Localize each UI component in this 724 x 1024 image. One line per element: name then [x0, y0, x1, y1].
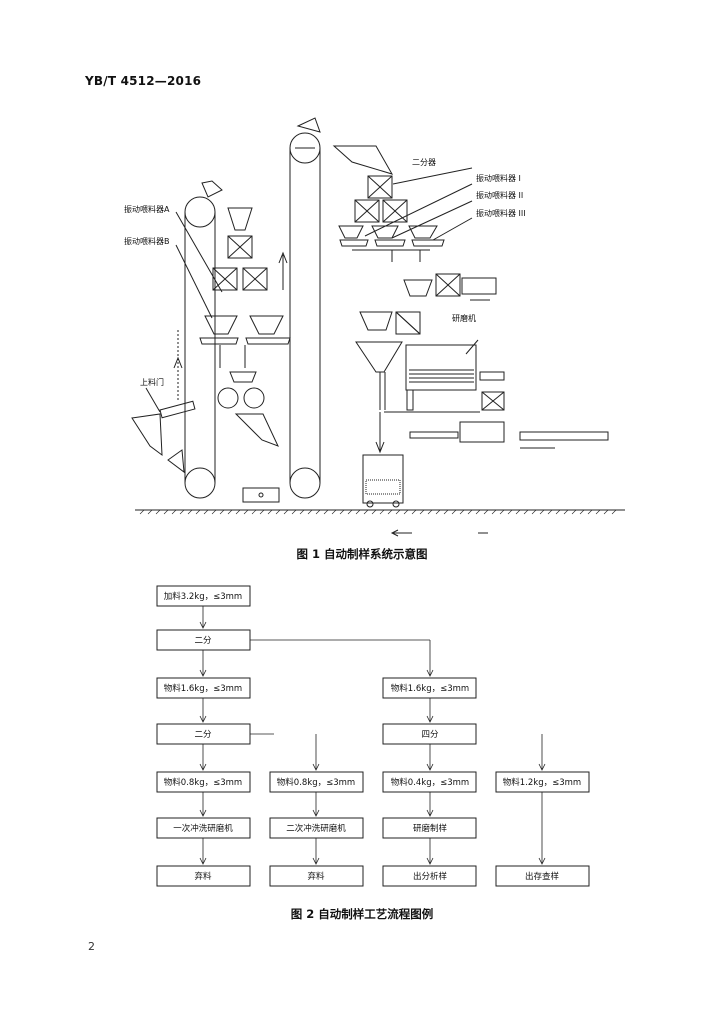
- figure1-caption: 图 1 自动制样系统示意图: [296, 547, 427, 561]
- box-mat-12: [495, 771, 590, 793]
- box-mat-04: [382, 771, 477, 793]
- box-discard2: [269, 865, 364, 887]
- box-discard1-label: 弃料: [194, 871, 212, 882]
- label-feeder-1: 振动喂料器 I: [476, 173, 521, 183]
- box-grind-label: 研磨制样: [413, 823, 448, 834]
- box-mat1-left-label: 物料1.6kg，≤3mm: [164, 683, 242, 694]
- figure2-flowchart: [156, 585, 590, 887]
- flow-connectors: [199, 606, 546, 865]
- label-divider: 二分器: [412, 158, 436, 167]
- box-wash1: [156, 817, 251, 839]
- box-feed-label: 加料3.2kg，≤3mm: [164, 591, 242, 602]
- box-analysis-label: 出分析样: [413, 871, 448, 882]
- box-archive-label: 出存查样: [525, 871, 560, 882]
- label-grinder: 研磨机: [452, 313, 476, 323]
- box-discard1: [156, 865, 251, 887]
- figure2-caption: 图 2 自动制样工艺流程图例: [291, 907, 434, 921]
- grinder-stripes: [409, 369, 474, 383]
- figure1-diagram: [131, 117, 625, 537]
- box-mat1-right-label: 物料1.6kg，≤3mm: [391, 683, 469, 694]
- box-archive: [495, 865, 590, 887]
- box-analysis: [382, 865, 477, 887]
- box-split2-label: 二分: [194, 730, 212, 740]
- box-wash1-label: 一次冲洗研磨机: [173, 823, 233, 834]
- box-wash2: [269, 817, 364, 839]
- box-mat-08: [156, 771, 251, 793]
- standard-id: YB/T 4512—2016: [85, 74, 202, 88]
- floor-hatching: [139, 509, 617, 515]
- box-split1-label: 二分: [194, 636, 212, 646]
- box-mat-12-label: 物料1.2kg，≤3mm: [503, 777, 581, 788]
- page-number: 2: [88, 940, 95, 953]
- label-feeder-a: 振动喂料器A: [124, 204, 170, 214]
- box-discard2-label: 弃料: [307, 871, 325, 882]
- label-loading-door: 上料门: [140, 377, 164, 387]
- box-grind: [382, 817, 477, 839]
- box-mat-08b-label: 物料0.8kg，≤3mm: [277, 777, 355, 788]
- box-split4: [382, 723, 477, 745]
- box-mat1-right: [382, 677, 477, 699]
- center-elevator: [278, 117, 321, 499]
- label-feeder-2: 振动喂料器 II: [476, 190, 523, 200]
- box-feed: [156, 585, 251, 607]
- box-mat-08b: [269, 771, 364, 793]
- label-feeder-3: 振动喂料器 III: [476, 208, 526, 218]
- label-feeder-b: 振动喂料器B: [124, 236, 170, 246]
- box-split4-label: 四分: [421, 730, 439, 740]
- box-mat-04-label: 物料0.4kg，≤3mm: [391, 777, 469, 788]
- box-wash2-label: 二次冲洗研磨机: [286, 823, 346, 834]
- box-mat-08-label: 物料0.8kg，≤3mm: [164, 777, 242, 788]
- box-mat1-left: [156, 677, 251, 699]
- left-elevator: [173, 196, 216, 499]
